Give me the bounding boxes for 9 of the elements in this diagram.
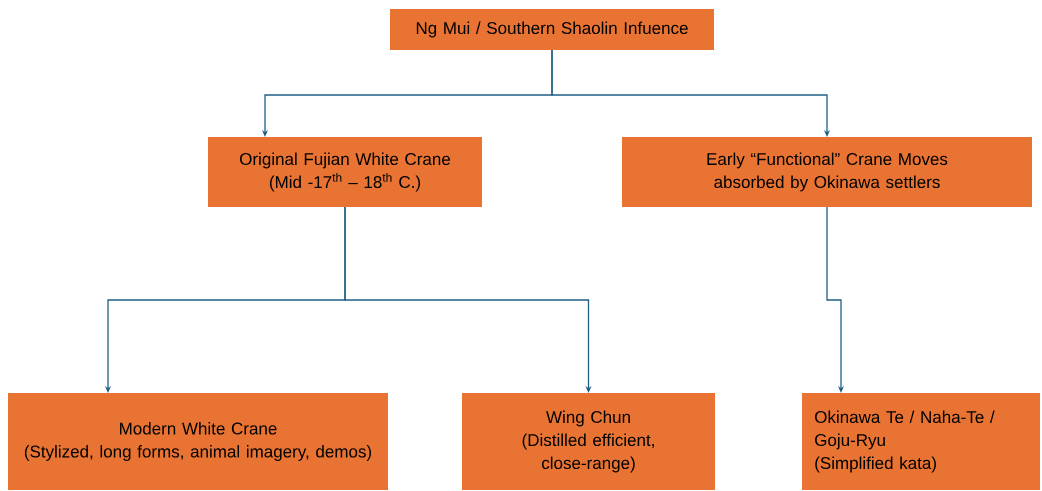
process-box: Original Fujian White Crane (Mid -17$^{th}$ – 18$^{th}$ C.)	[208, 137, 482, 207]
process-box: Ng Mui / Southern Shaolin Infuence	[390, 9, 714, 50]
process-box: Modern White Crane (Stylized, long forms, animal imagery, demos)	[8, 393, 388, 490]
process-box: Okinawa Te / Naha-Te / Goju-Ryu (Simplified kata)	[802, 393, 1040, 490]
process-box: Wing Chun (Distilled efficient, close-range)	[462, 393, 715, 490]
process-box: Early “Functional” Crane Moves absorbed by Okinawa settlers	[622, 137, 1032, 207]
connector-arrow	[344, 206, 592, 393]
connector-arrow	[826, 206, 845, 393]
connector-arrow	[551, 49, 831, 137]
